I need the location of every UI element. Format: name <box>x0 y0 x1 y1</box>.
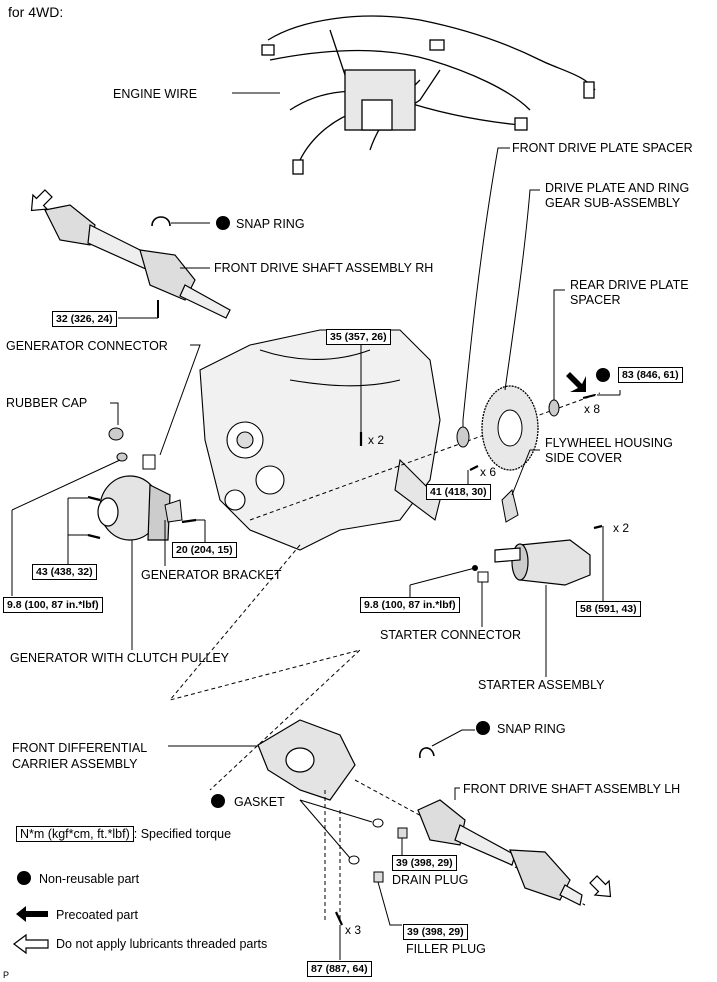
label-drain-plug: DRAIN PLUG <box>392 873 469 887</box>
header-title: for 4WD: <box>8 4 64 20</box>
torque-58: 58 (591, 43) <box>576 601 641 617</box>
label-flywheel-housing: FLYWHEEL HOUSING SIDE COVER <box>545 436 673 465</box>
front-differential <box>257 719 356 801</box>
label-gasket: GASKET <box>234 795 285 809</box>
engine-block <box>199 329 441 551</box>
torque-9-8-a: 9.8 (100, 87 in.*lbf) <box>3 597 103 613</box>
label-drive-plate: DRIVE PLATE AND RING GEAR SUB-ASSEMBLY <box>545 181 690 210</box>
label-front-drive-shaft-lh: FRONT DRIVE SHAFT ASSEMBLY LH <box>463 782 681 796</box>
front-drive-shaft-rh <box>44 204 231 319</box>
legend-non-reusable: Non-reusable part <box>39 872 140 886</box>
label-rear-drive-plate-spacer: REAR DRIVE PLATE SPACER <box>570 278 689 307</box>
legend-no-lube: Do not apply lubricants threaded parts <box>56 937 268 951</box>
legend-non-reusable-icon <box>17 871 31 885</box>
label-front-drive-plate-spacer: FRONT DRIVE PLATE SPACER <box>512 141 693 155</box>
torque-35: 35 (357, 26) <box>326 329 391 345</box>
torque-39-b: 39 (398, 29) <box>403 924 468 940</box>
torque-39-a: 39 (398, 29) <box>392 855 457 871</box>
legend-torque-text: : Specified torque <box>133 827 232 841</box>
label-generator-bracket: GENERATOR BRACKET <box>141 568 282 582</box>
legend-precoated: Precoated part <box>56 908 138 922</box>
multiplier-x8: x 8 <box>584 402 601 416</box>
label-front-drive-shaft-rh: FRONT DRIVE SHAFT ASSEMBLY RH <box>214 261 434 275</box>
non-reusable-dot <box>476 721 490 735</box>
multiplier-x6: x 6 <box>480 465 497 479</box>
generator <box>97 475 171 541</box>
footer-code: P <box>3 970 10 980</box>
torque-9-8-b: 9.8 (100, 87 in.*lbf) <box>360 597 460 613</box>
label-generator-connector: GENERATOR CONNECTOR <box>6 339 168 353</box>
non-reusable-dot <box>211 794 225 808</box>
label-snap-ring-top: SNAP RING <box>236 217 305 231</box>
label-starter-connector: STARTER CONNECTOR <box>380 628 521 642</box>
label-engine-wire: ENGINE WIRE <box>113 87 198 101</box>
front-drive-shaft-lh <box>417 799 583 906</box>
starter <box>494 539 591 586</box>
non-reusable-dot <box>596 368 610 382</box>
torque-83: 83 (846, 61) <box>618 367 683 383</box>
engine-wire-harness <box>261 15 596 175</box>
legend-torque-box: N*m (kgf*cm, ft.*lbf) <box>16 826 134 842</box>
torque-32: 32 (326, 24) <box>52 311 117 327</box>
torque-87: 87 (887, 64) <box>307 961 372 977</box>
label-snap-ring-bottom: SNAP RING <box>497 722 566 736</box>
label-filler-plug: FILLER PLUG <box>406 942 486 956</box>
torque-41: 41 (418, 30) <box>426 484 491 500</box>
torque-20: 20 (204, 15) <box>172 542 237 558</box>
non-reusable-dot <box>216 216 230 230</box>
legend-torque: N*m (kgf*cm, ft.*lbf): Specified torque <box>16 826 232 842</box>
label-front-diff: FRONT DIFFERENTIAL CARRIER ASSEMBLY <box>12 741 148 771</box>
label-starter-assembly: STARTER ASSEMBLY <box>478 678 605 692</box>
multiplier-x2: x 2 <box>368 433 385 447</box>
torque-43: 43 (438, 32) <box>32 564 97 580</box>
multiplier-x3: x 3 <box>345 923 362 937</box>
multiplier-x2b: x 2 <box>613 521 630 535</box>
label-rubber-cap: RUBBER CAP <box>6 396 88 410</box>
label-generator-clutch: GENERATOR WITH CLUTCH PULLEY <box>10 651 230 665</box>
